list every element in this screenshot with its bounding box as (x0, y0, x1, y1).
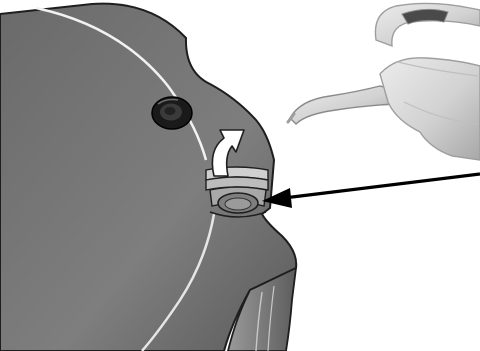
watering-can-spout (290, 86, 394, 124)
drain-plug-icon (152, 97, 192, 129)
watering-can-opening (402, 9, 448, 24)
watering-can-body (380, 58, 480, 160)
watering-can-icon (288, 3, 480, 160)
pointer-arrow-icon (262, 174, 480, 208)
